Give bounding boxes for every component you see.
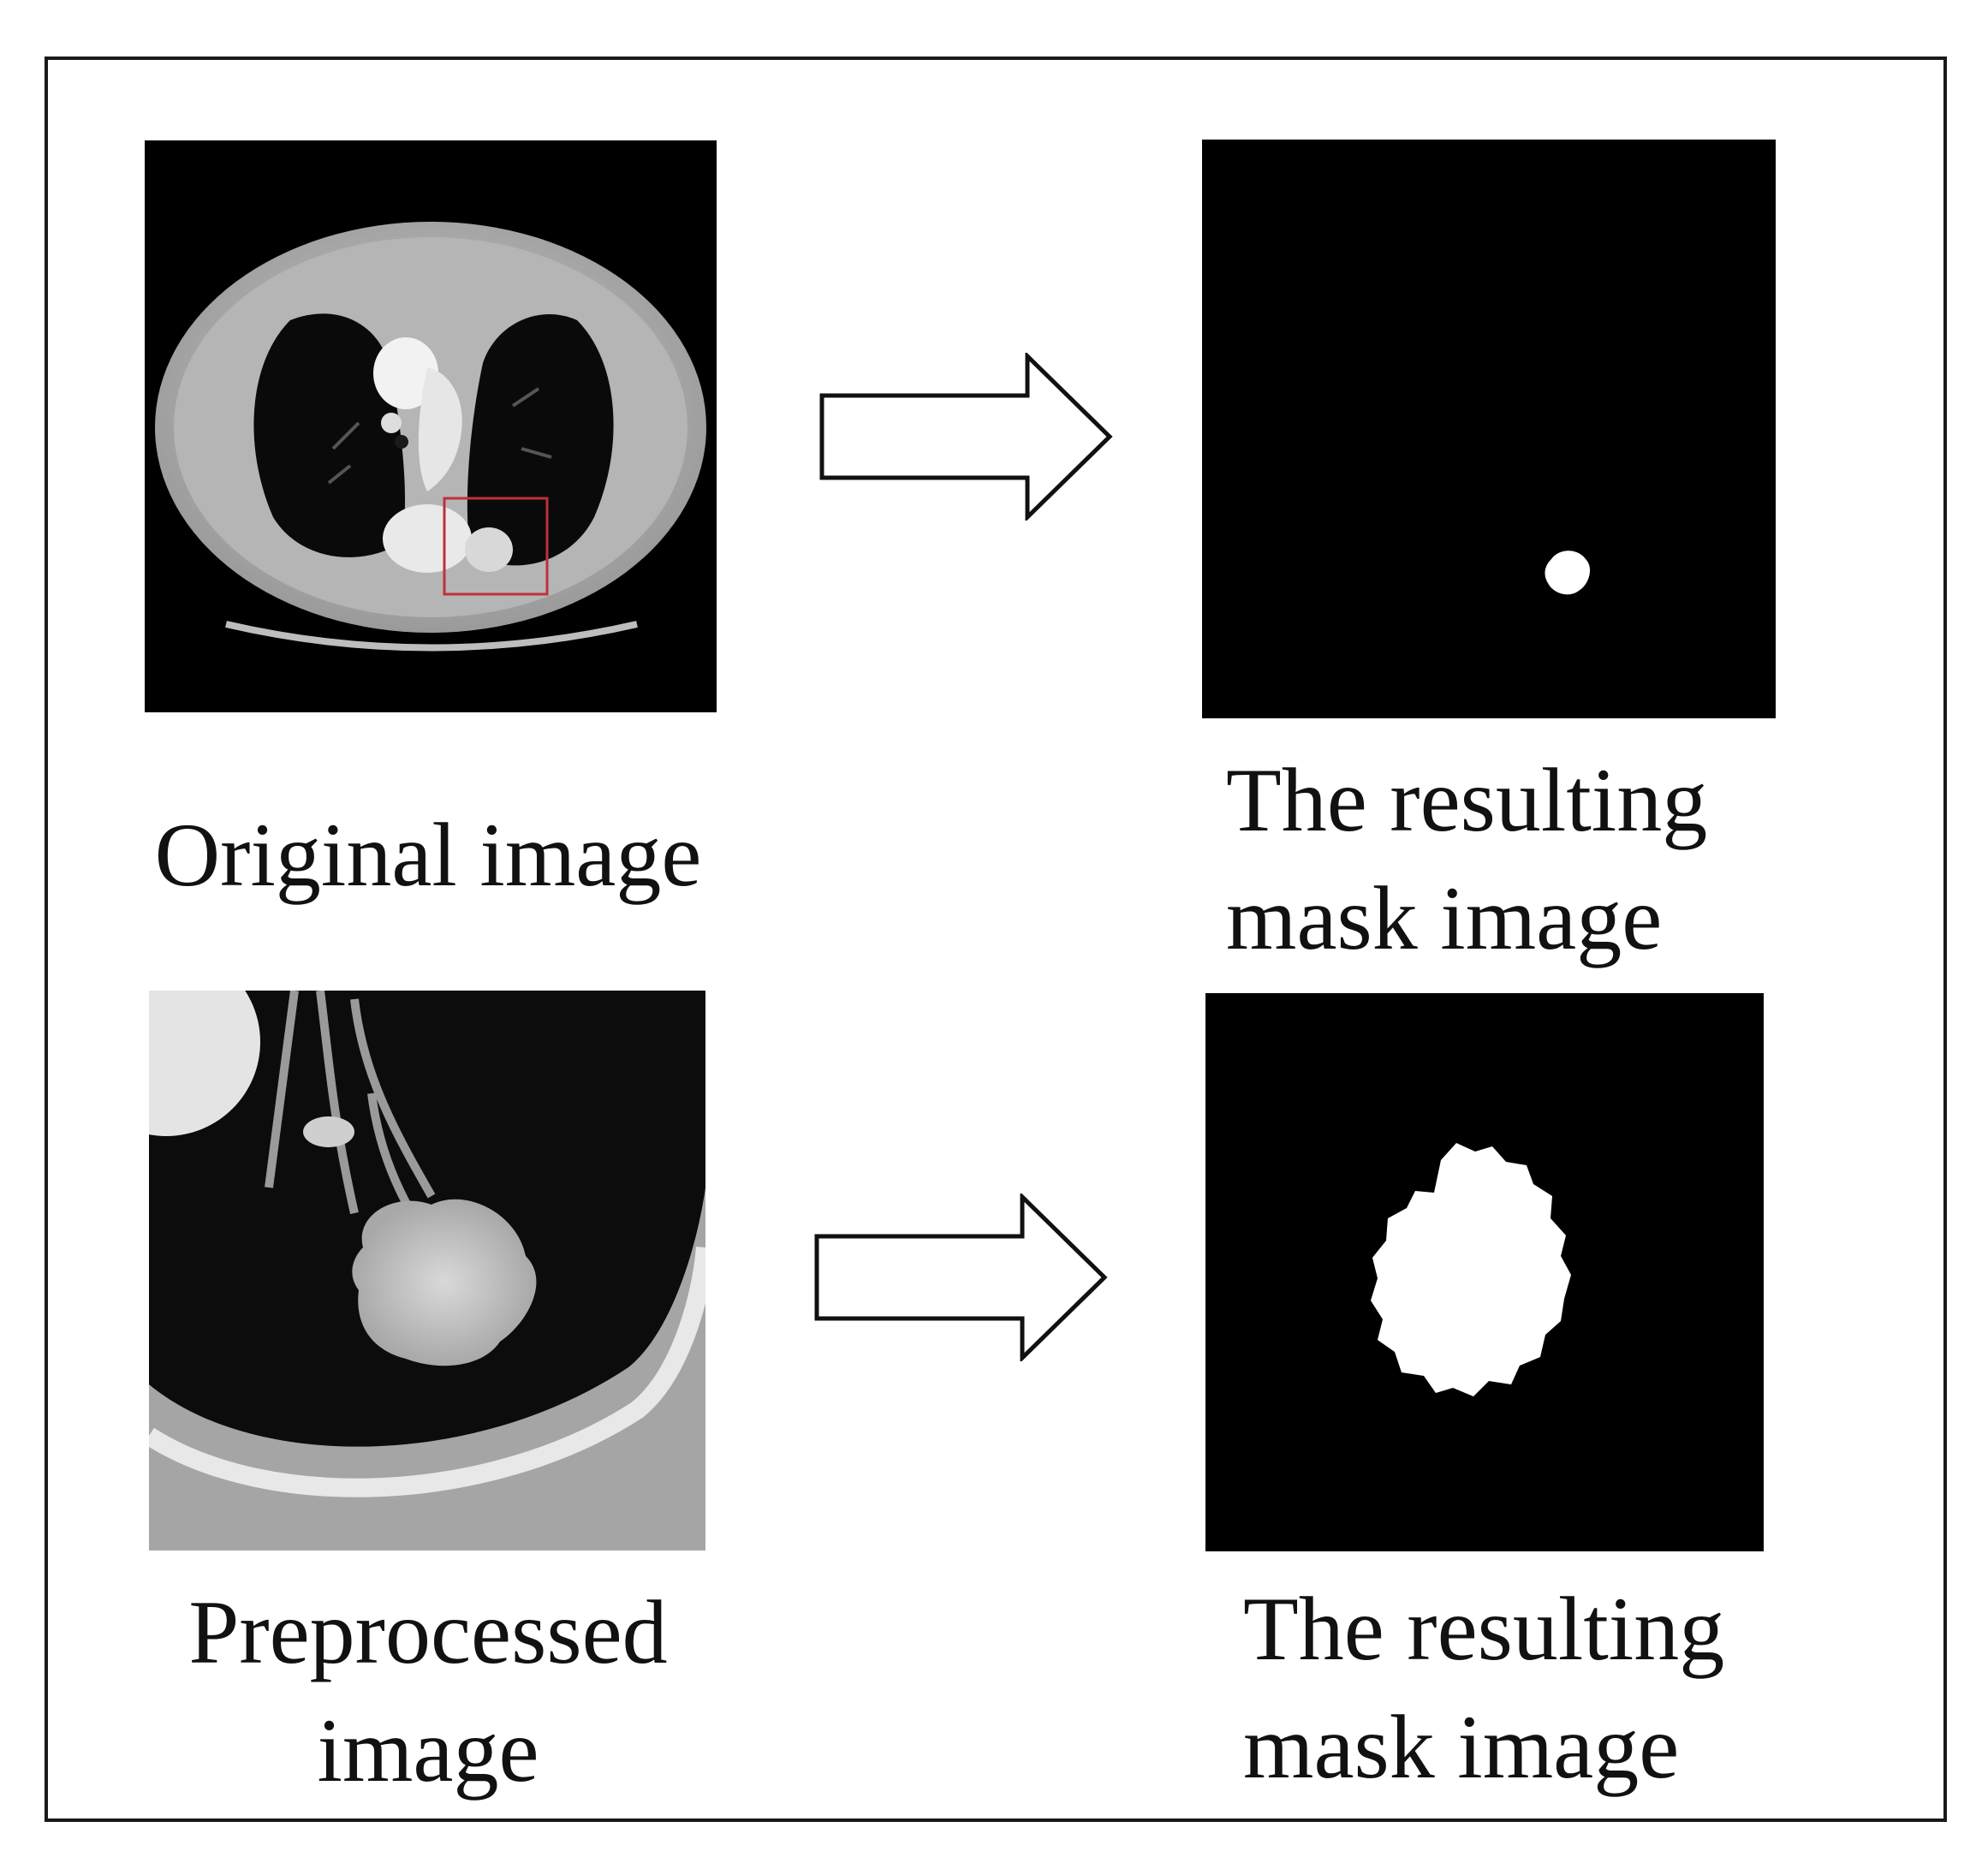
mask-top-caption: The resulting mask image: [1226, 741, 1842, 978]
preprocessed-caption-line2: image: [317, 1700, 539, 1801]
preprocessed-caption-line1: Preprocessed: [188, 1582, 668, 1682]
arrow-right-icon: [813, 1193, 1110, 1361]
original-image-caption: Original image: [154, 805, 702, 905]
roi-box: [443, 497, 549, 596]
mask-image-top: [1202, 140, 1776, 718]
mask-bottom-caption-line1: The resulting: [1243, 1579, 1725, 1679]
arrow-right-icon: [818, 353, 1115, 521]
original-ct-image: [145, 140, 717, 712]
figure-frame: [45, 57, 1947, 1822]
preprocessed-caption: Preprocessed image: [120, 1574, 736, 1810]
mask-bottom-caption-line2: mask image: [1243, 1697, 1680, 1797]
mask-top-caption-line1: The resulting: [1226, 750, 1708, 850]
mask-image-bottom: [1205, 993, 1764, 1551]
mask-bottom-caption: The resulting mask image: [1243, 1570, 1860, 1807]
mask-top-caption-line2: mask image: [1226, 868, 1663, 968]
preprocessed-image: [149, 991, 705, 1551]
